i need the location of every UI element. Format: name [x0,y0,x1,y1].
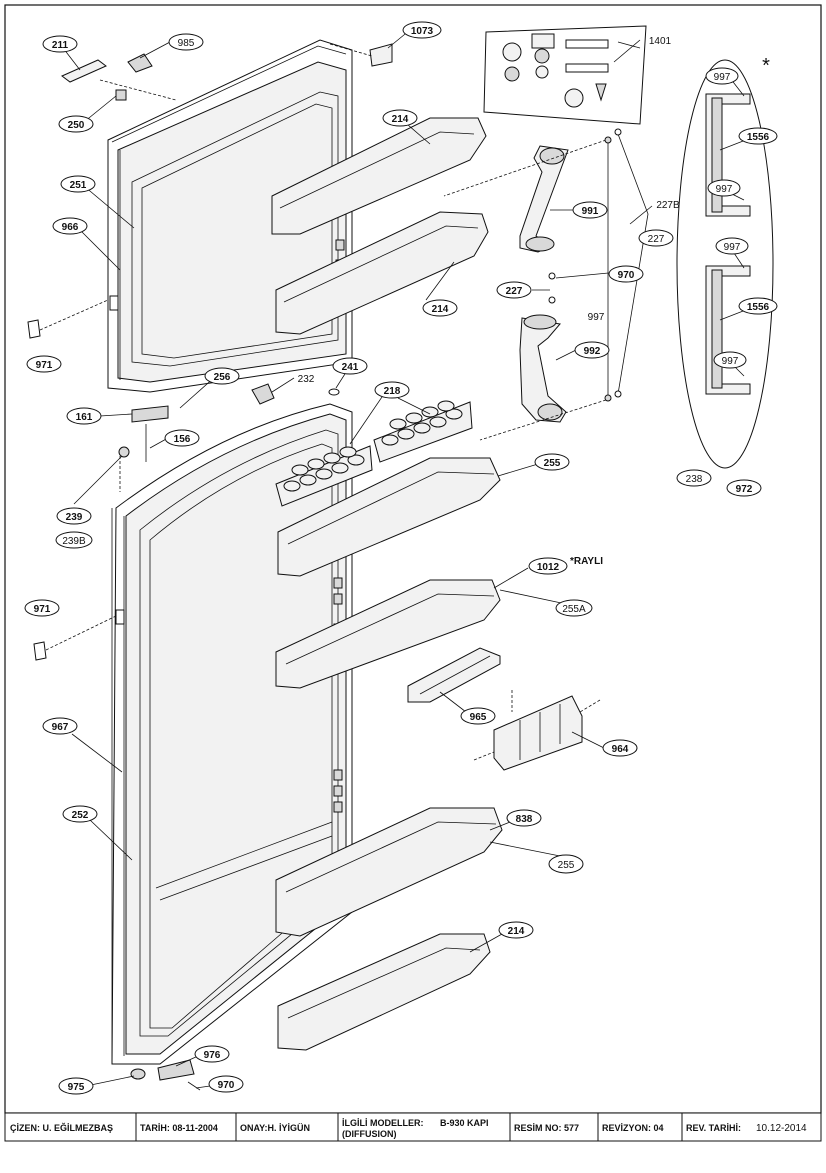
callout-991: 991 [582,206,599,217]
part-976-hinge [157,1059,195,1081]
callout-971-bottom: 971 [34,604,51,615]
callout-997-mid: 997 [588,312,605,323]
callout-256: 256 [214,372,231,383]
callout-1401: 1401 [649,36,672,47]
callout-250: 250 [68,120,85,131]
handle-991 [519,145,569,253]
tb-cizen: ÇİZEN: U. EĞİLMEZBAŞ [10,1122,113,1133]
callout-997-b: 997 [716,184,733,195]
tb-models-value: B-930 KAPI [440,1118,489,1128]
callout-965: 965 [470,712,487,723]
callout-964: 964 [612,744,629,755]
callout-227B: 227B [656,200,680,211]
part-241-cap [328,388,340,396]
part-1401-inset [483,25,647,125]
fridge-shelf-214-bottom [277,933,491,1051]
callout-970-top: 970 [618,270,635,281]
callout-838: 838 [516,814,533,825]
callout-1012: 1012 [537,562,560,573]
callout-967: 967 [52,722,69,733]
tb-rev-tarihi-value: 10.12-2014 [756,1123,807,1134]
callout-972: 972 [736,484,753,495]
part-975-bushing [130,1068,146,1080]
egg-trays-218 [275,400,473,507]
callout-232: 232 [298,374,315,385]
callout-255-bottom: 255 [558,860,575,871]
tb-onay: ONAY:H. İYİGÜN [240,1123,310,1133]
callout-1556-bottom: 1556 [747,302,770,313]
callout-252: 252 [72,810,89,821]
fridge-shelf-255A [275,579,501,689]
part-161-hinge [131,405,169,423]
callout-161: 161 [76,412,93,423]
callout-214-bottom: 214 [508,926,525,937]
callout-239B: 239B [62,536,86,547]
part-985-hinge [127,53,153,73]
part-232-bracket [251,383,275,405]
handle-992 [519,314,567,423]
callout-227-right: 227 [648,234,665,245]
callout-997-a: 997 [714,72,731,83]
callout-970-bottom: 970 [218,1080,235,1091]
alternate-handle-oval [676,59,774,469]
drawer-964 [473,690,601,771]
part-239-bushing [118,446,130,458]
callout-1556-top: 1556 [747,132,770,143]
callout-227-left: 227 [506,286,523,297]
tb-resim: RESİM NO: 577 [514,1123,579,1133]
callout-239: 239 [66,512,83,523]
callout-985: 985 [178,38,195,49]
callout-975: 975 [68,1082,85,1093]
fridge-shelf-255 [277,457,501,577]
callout-156: 156 [174,434,191,445]
title-block: ÇİZEN: U. EĞİLMEZBAŞ TARİH: 08-11-2004 O… [4,1112,822,1142]
fridge-shelf-838 [275,807,503,937]
callout-214-top: 214 [392,114,409,125]
callout-997-d: 997 [722,356,739,367]
part-250-screw [115,89,127,101]
callout-241: 241 [342,362,359,373]
callout-992: 992 [584,346,601,357]
callout-966: 966 [62,222,79,233]
callout-976: 976 [204,1050,221,1061]
part-971-gasket-top [27,319,41,339]
callout-rayli: *RAYLI [570,556,603,567]
tb-rev-tarihi-label: REV. TARİHİ: [686,1123,741,1133]
callout-211: 211 [52,40,69,51]
callout-971-top: 971 [36,360,53,371]
part-971-gasket-bottom [33,641,47,661]
callout-251: 251 [70,180,87,191]
tb-revizyon: REVİZYON: 04 [602,1123,664,1133]
tb-models-label: İLGİLİ MODELLER: [342,1118,424,1128]
asterisk-mark: * [762,55,770,77]
freezer-shelf-upper [271,117,487,235]
callout-214-mid: 214 [432,304,449,315]
part-211-trim [61,59,107,83]
fridge-door [111,403,353,1065]
callout-238: 238 [686,474,703,485]
part-1073-cap [369,43,393,67]
callout-255-top: 255 [544,458,561,469]
callout-255A: 255A [562,604,586,615]
bottle-holder-965 [407,647,501,703]
tb-tarih: TARİH: 08-11-2004 [140,1123,218,1133]
callout-1073: 1073 [411,26,434,37]
callout-labels: 211 985 1073 1401 250 214 251 966 971 21… [24,21,778,1095]
callout-997-c: 997 [724,242,741,253]
callout-218: 218 [384,386,401,397]
tb-models-sub: (DIFFUSION) [342,1129,397,1139]
freezer-shelf-lower [275,211,489,335]
